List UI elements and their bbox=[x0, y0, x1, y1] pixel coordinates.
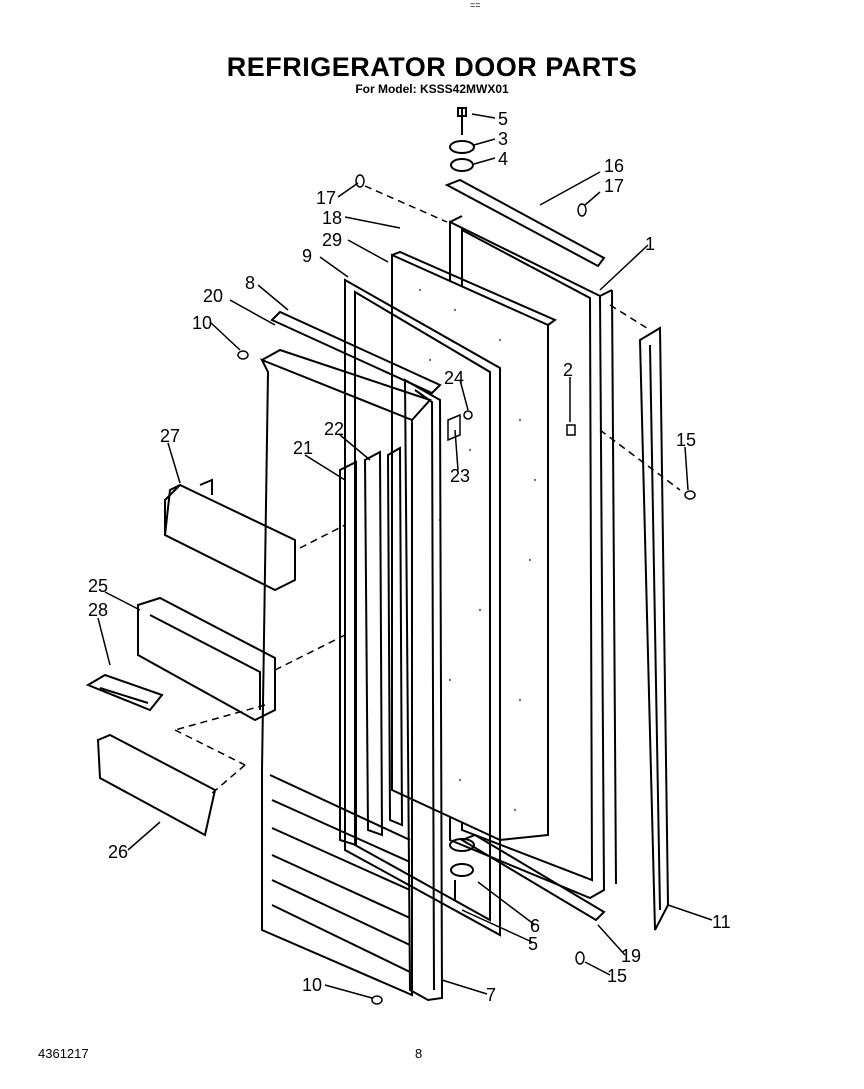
callout-7: 7 bbox=[486, 985, 496, 1005]
side-trim-strip bbox=[638, 326, 670, 931]
bottom-hinge-parts bbox=[449, 838, 475, 900]
callout-26: 26 bbox=[108, 842, 128, 862]
screws bbox=[237, 174, 696, 1005]
callout-3: 3 bbox=[498, 129, 508, 149]
callout-6: 6 bbox=[530, 916, 540, 936]
callout-17-left: 17 bbox=[316, 188, 336, 208]
callout-22: 22 bbox=[324, 419, 344, 439]
liner-trim bbox=[270, 310, 442, 395]
callout-2: 2 bbox=[563, 360, 573, 380]
callout-27: 27 bbox=[160, 426, 180, 446]
foam-texture bbox=[418, 288, 537, 812]
model-subtitle: For Model: KSSS42MWX01 bbox=[355, 82, 509, 96]
callout-18: 18 bbox=[322, 208, 342, 228]
bin-front-trim bbox=[96, 733, 217, 837]
door-bin bbox=[163, 478, 296, 592]
callout-labels: 5 3 4 16 17 17 18 29 1 9 8 20 10 2 24 15… bbox=[88, 109, 731, 1005]
callout-29: 29 bbox=[322, 230, 342, 250]
callout-4: 4 bbox=[498, 149, 508, 169]
callout-21: 21 bbox=[293, 438, 313, 458]
callout-25: 25 bbox=[88, 576, 108, 596]
shelf-rail-right bbox=[363, 446, 404, 837]
leader-arrows bbox=[97, 113, 713, 999]
page-title: REFRIGERATOR DOOR PARTS bbox=[226, 52, 638, 82]
callout-1: 1 bbox=[645, 234, 655, 254]
callout-5-bottom: 5 bbox=[528, 934, 538, 954]
callout-9: 9 bbox=[302, 246, 312, 266]
page-number: 8 bbox=[415, 1046, 423, 1061]
top-mark: == bbox=[470, 0, 481, 10]
callout-20: 20 bbox=[203, 286, 223, 306]
callout-28: 28 bbox=[88, 600, 108, 620]
callout-8: 8 bbox=[245, 273, 255, 293]
callout-16: 16 bbox=[604, 156, 624, 176]
shelf-rail-left bbox=[339, 460, 357, 847]
callout-10-top: 10 bbox=[192, 313, 212, 333]
bottom-hinge-bracket bbox=[459, 833, 606, 922]
callout-17-right: 17 bbox=[604, 176, 624, 196]
top-hinge-parts bbox=[449, 107, 475, 172]
document-number: 4361217 bbox=[38, 1046, 89, 1061]
dairy-compartment bbox=[137, 596, 276, 722]
callout-10-bottom: 10 bbox=[302, 975, 322, 995]
callout-15-bottom: 15 bbox=[607, 966, 627, 986]
callout-24: 24 bbox=[444, 368, 464, 388]
callout-5-top: 5 bbox=[498, 109, 508, 129]
callout-15-right: 15 bbox=[676, 430, 696, 450]
callout-23: 23 bbox=[450, 466, 470, 486]
foam-insulation bbox=[391, 250, 558, 842]
callout-19: 19 bbox=[621, 946, 641, 966]
callout-11: 11 bbox=[712, 912, 731, 932]
door-gasket bbox=[403, 378, 444, 1002]
top-hinge-bracket bbox=[444, 178, 606, 268]
dairy-door bbox=[85, 673, 164, 712]
alignment-lines bbox=[174, 185, 681, 796]
